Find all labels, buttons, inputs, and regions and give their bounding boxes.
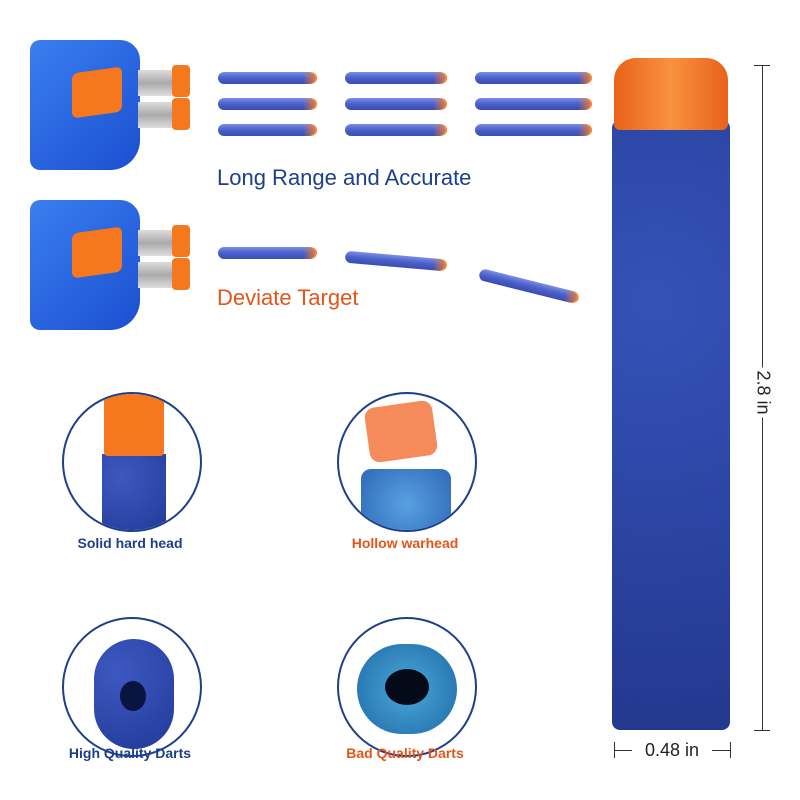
bad-quality-dart-image: [337, 617, 477, 757]
large-dart-cap: [614, 58, 728, 130]
solid-head-image: [62, 392, 202, 532]
label-bad-quality: Bad Quality Darts: [346, 745, 464, 761]
large-dart-body: [612, 120, 730, 730]
blaster-image-bottom: [30, 200, 190, 330]
label-solid-head: Solid hard head: [77, 535, 183, 551]
blaster-image-top: [30, 40, 190, 170]
heading-deviate: Deviate Target: [217, 285, 359, 310]
label-hollow-warhead: Hollow warhead: [351, 535, 459, 551]
label-high-quality: High Quality Darts: [68, 745, 192, 761]
hollow-warhead-image: [337, 392, 477, 532]
length-label: 2.8 in: [752, 367, 774, 418]
diameter-label: 0.48 in: [632, 740, 712, 761]
heading-long-range: Long Range and Accurate: [217, 165, 472, 190]
high-quality-dart-image: [62, 617, 202, 757]
